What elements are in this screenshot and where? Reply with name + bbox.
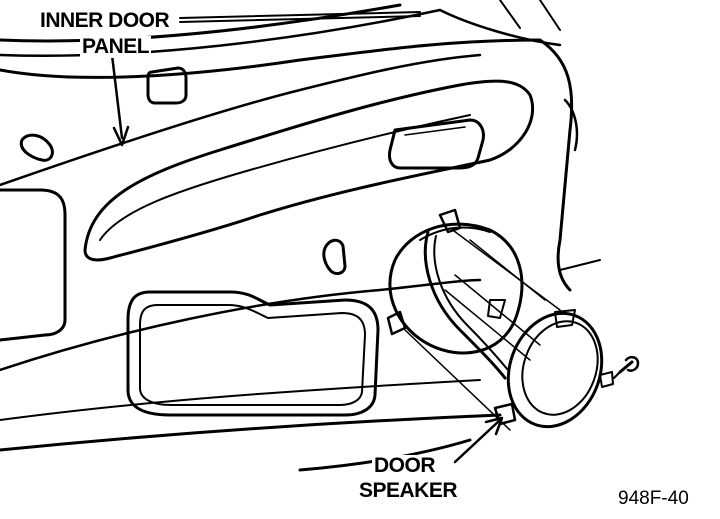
panel-slot [322,238,347,275]
window-frame [0,0,562,58]
inner-panel-leader [110,53,130,147]
figure-id: 948F-40 [618,488,689,509]
speaker-leader [453,416,504,464]
door-speaker-label-line1: DOOR [372,454,437,477]
door-handle-recess [146,66,188,105]
alignment-lines [404,227,561,431]
map-pocket [126,290,380,417]
inner-door-panel-label-line1: INNER DOOR [38,9,172,32]
panel-hole-left [19,133,54,162]
mounting-screw [613,355,640,379]
armrest-contour [83,79,535,262]
inner-door-panel-label-line2: PANEL [80,35,152,58]
door-speaker-label-line2: SPEAKER [357,479,460,502]
door-speaker [423,230,614,429]
